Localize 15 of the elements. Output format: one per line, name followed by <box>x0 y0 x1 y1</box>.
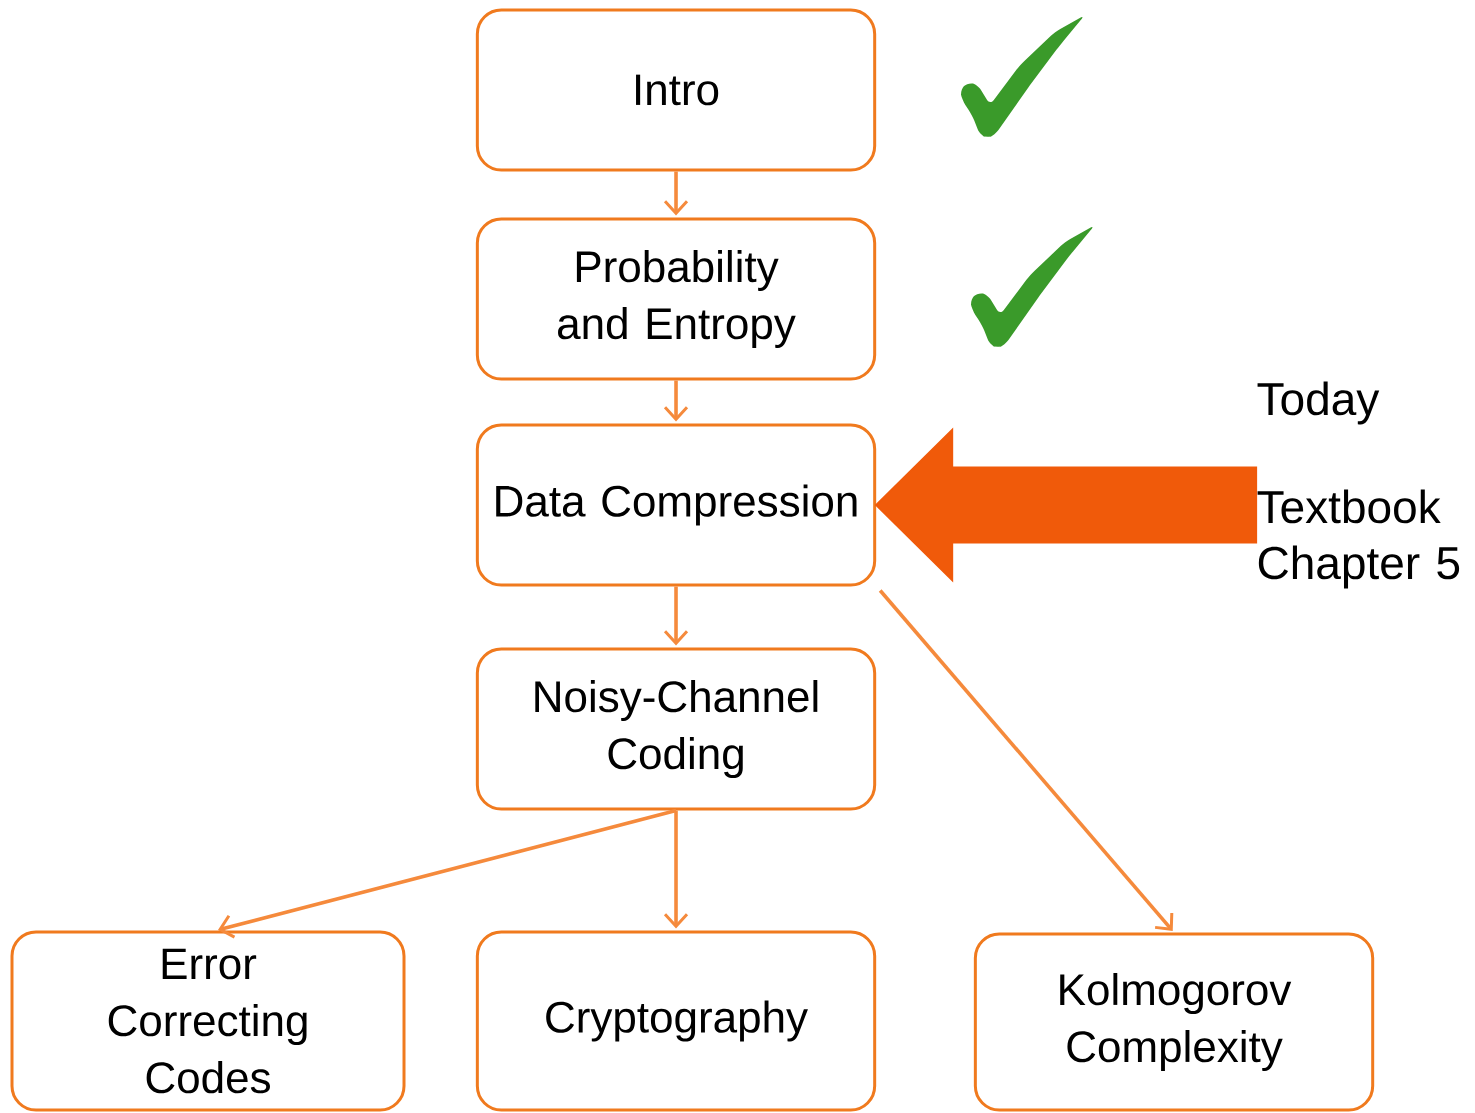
block-arrow <box>874 427 1258 583</box>
topic-box: Cryptography <box>475 930 877 1112</box>
topic-box: Intro <box>475 8 877 172</box>
topic-box: Probability and Entropy <box>475 217 877 381</box>
arrow <box>878 589 1174 931</box>
arrow <box>663 171 689 216</box>
topic-box: Noisy-Channel Coding <box>475 647 877 811</box>
topic-box: Error Correcting Codes <box>10 930 406 1112</box>
arrow <box>663 810 689 929</box>
topic-box: Kolmogorov Complexity <box>973 932 1375 1112</box>
note-text: Today Textbook Chapter 5 <box>1257 381 1460 589</box>
topic-box: Data Compression <box>475 423 877 587</box>
arrow <box>217 808 677 939</box>
arrow <box>663 586 689 646</box>
arrow <box>663 380 689 422</box>
